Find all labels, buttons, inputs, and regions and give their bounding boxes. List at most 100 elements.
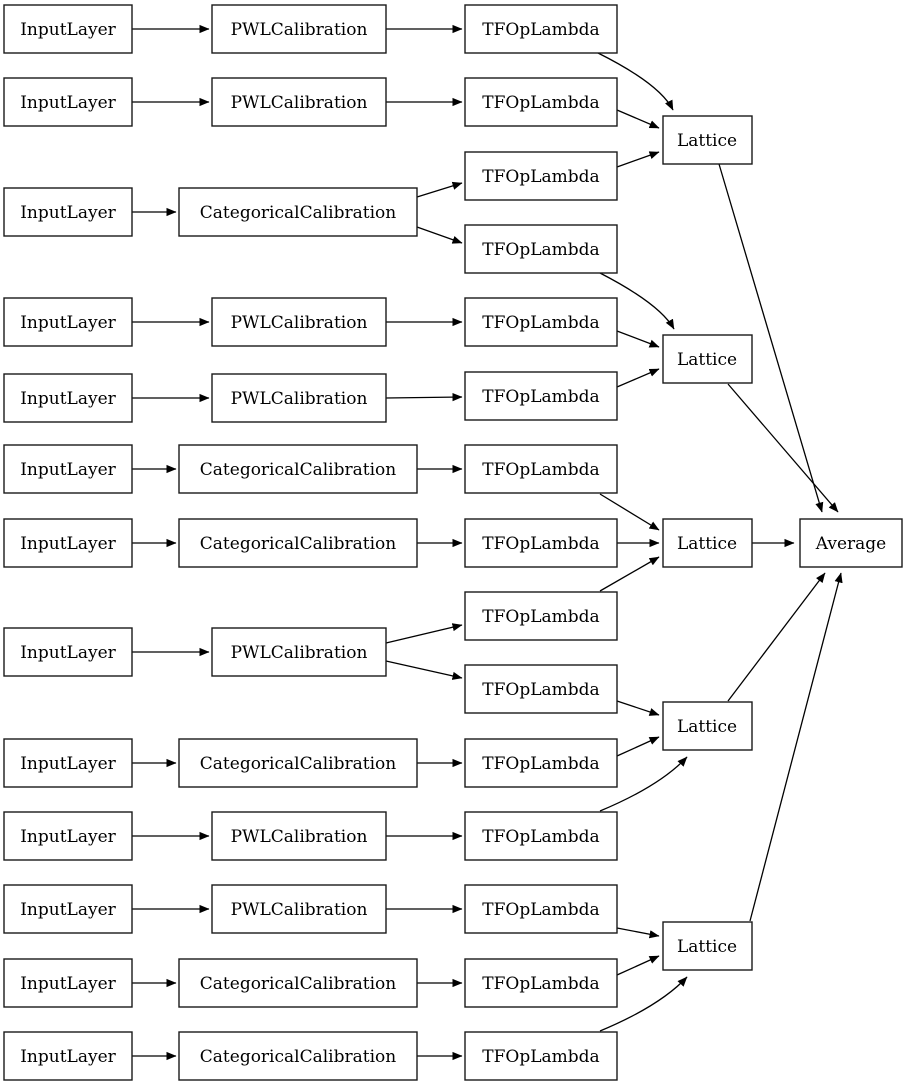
edge-cal3-op3 bbox=[416, 181, 463, 198]
node-box bbox=[464, 371, 618, 421]
node-input-layer-12: InputLayer bbox=[3, 958, 133, 1008]
node-box bbox=[464, 958, 618, 1008]
node-box bbox=[178, 1031, 418, 1081]
node-label: PWLCalibration bbox=[231, 900, 368, 920]
node-box bbox=[3, 4, 133, 54]
node-label: InputLayer bbox=[20, 313, 116, 333]
node-label: TFOpLambda bbox=[482, 240, 599, 260]
node-input-layer-9: InputLayer bbox=[3, 738, 133, 788]
node-categorical-calibration-3: CategoricalCalibration bbox=[178, 518, 418, 568]
node-input-layer-10: InputLayer bbox=[3, 811, 133, 861]
edges-input-to-calibration bbox=[132, 24, 210, 1061]
node-tfop-lambda-10: TFOpLambda bbox=[464, 664, 618, 714]
node-pwl-calibration-5: PWLCalibration bbox=[211, 627, 387, 677]
node-box bbox=[662, 115, 753, 165]
node-box bbox=[662, 921, 753, 971]
node-lattice-4: Lattice bbox=[662, 701, 753, 751]
node-box bbox=[464, 444, 618, 494]
edge-cal5-op6 bbox=[385, 393, 463, 402]
edge-op11-lat4 bbox=[616, 736, 660, 757]
node-label: InputLayer bbox=[20, 534, 116, 554]
node-tfop-lambda-2: TFOpLambda bbox=[464, 77, 618, 127]
node-tfop-lambda-5: TFOpLambda bbox=[464, 297, 618, 347]
edge-op15-lat5 bbox=[599, 976, 688, 1032]
node-input-layer-6: InputLayer bbox=[3, 444, 133, 494]
node-tfop-lambda-15: TFOpLambda bbox=[464, 1031, 618, 1081]
node-label: PWLCalibration bbox=[231, 313, 368, 333]
node-tfop-lambda-12: TFOpLambda bbox=[464, 811, 618, 861]
edge-cal3-op4 bbox=[416, 226, 463, 244]
node-box bbox=[211, 627, 387, 677]
edge-lat5-avg bbox=[749, 572, 843, 922]
node-box bbox=[178, 187, 418, 237]
node-tfop-lambda-6: TFOpLambda bbox=[464, 371, 618, 421]
node-label: TFOpLambda bbox=[482, 754, 599, 774]
node-box bbox=[464, 1031, 618, 1081]
node-categorical-calibration-4: CategoricalCalibration bbox=[178, 738, 418, 788]
node-categorical-calibration-6: CategoricalCalibration bbox=[178, 1031, 418, 1081]
edge-lat2-avg bbox=[727, 383, 839, 513]
node-box bbox=[178, 958, 418, 1008]
node-label: InputLayer bbox=[20, 203, 116, 223]
node-pwl-calibration-4: PWLCalibration bbox=[211, 373, 387, 423]
node-tfop-lambda-1: TFOpLambda bbox=[464, 4, 618, 54]
node-label: CategoricalCalibration bbox=[200, 203, 396, 223]
node-input-layer-4: InputLayer bbox=[3, 297, 133, 347]
node-input-layer-3: InputLayer bbox=[3, 187, 133, 237]
node-average: Average bbox=[799, 518, 903, 568]
node-box bbox=[3, 811, 133, 861]
node-label: CategoricalCalibration bbox=[200, 754, 396, 774]
node-label: TFOpLambda bbox=[482, 167, 599, 187]
node-categorical-calibration-5: CategoricalCalibration bbox=[178, 958, 418, 1008]
node-box bbox=[464, 884, 618, 934]
node-label: TFOpLambda bbox=[482, 680, 599, 700]
edge-op10-lat4 bbox=[616, 700, 660, 716]
node-box bbox=[3, 738, 133, 788]
node-label: Lattice bbox=[677, 350, 737, 370]
node-box bbox=[662, 518, 753, 568]
edge-lat4-avg bbox=[727, 572, 826, 702]
node-input-layer-2: InputLayer bbox=[3, 77, 133, 127]
node-box bbox=[3, 627, 133, 677]
node-lattice-3: Lattice bbox=[662, 518, 753, 568]
node-input-layer-13: InputLayer bbox=[3, 1031, 133, 1081]
edge-op5-lat2 bbox=[616, 330, 660, 348]
node-box bbox=[211, 884, 387, 934]
node-label: Average bbox=[815, 534, 886, 554]
node-categorical-calibration-1: CategoricalCalibration bbox=[178, 187, 418, 237]
node-box bbox=[3, 518, 133, 568]
node-input-layer-11: InputLayer bbox=[3, 884, 133, 934]
node-label: PWLCalibration bbox=[231, 827, 368, 847]
node-lattice-1: Lattice bbox=[662, 115, 753, 165]
node-label: TFOpLambda bbox=[482, 534, 599, 554]
node-label: PWLCalibration bbox=[231, 389, 368, 409]
node-box bbox=[799, 518, 903, 568]
node-label: TFOpLambda bbox=[482, 1047, 599, 1067]
node-box bbox=[211, 811, 387, 861]
node-label: TFOpLambda bbox=[482, 900, 599, 920]
node-tfop-lambda-11: TFOpLambda bbox=[464, 738, 618, 788]
node-label: TFOpLambda bbox=[482, 20, 599, 40]
node-pwl-calibration-7: PWLCalibration bbox=[211, 884, 387, 934]
node-pwl-calibration-1: PWLCalibration bbox=[211, 4, 387, 54]
node-box bbox=[464, 4, 618, 54]
node-tfop-lambda-4: TFOpLambda bbox=[464, 224, 618, 274]
node-label: InputLayer bbox=[20, 827, 116, 847]
edge-op2-lat1 bbox=[616, 109, 660, 129]
node-box bbox=[211, 4, 387, 54]
node-lattice-2: Lattice bbox=[662, 334, 753, 384]
node-box bbox=[464, 591, 618, 641]
node-box bbox=[3, 77, 133, 127]
node-label: InputLayer bbox=[20, 93, 116, 113]
edge-lat1-avg bbox=[718, 163, 824, 513]
node-tfop-lambda-13: TFOpLambda bbox=[464, 884, 618, 934]
node-box bbox=[3, 187, 133, 237]
node-label: CategoricalCalibration bbox=[200, 460, 396, 480]
node-label: Lattice bbox=[677, 937, 737, 957]
node-box bbox=[464, 297, 618, 347]
edge-op1-lat1 bbox=[597, 52, 674, 111]
node-box bbox=[662, 334, 753, 384]
node-input-layer-5: InputLayer bbox=[3, 373, 133, 423]
node-label: Lattice bbox=[677, 131, 737, 151]
node-box bbox=[464, 518, 618, 568]
